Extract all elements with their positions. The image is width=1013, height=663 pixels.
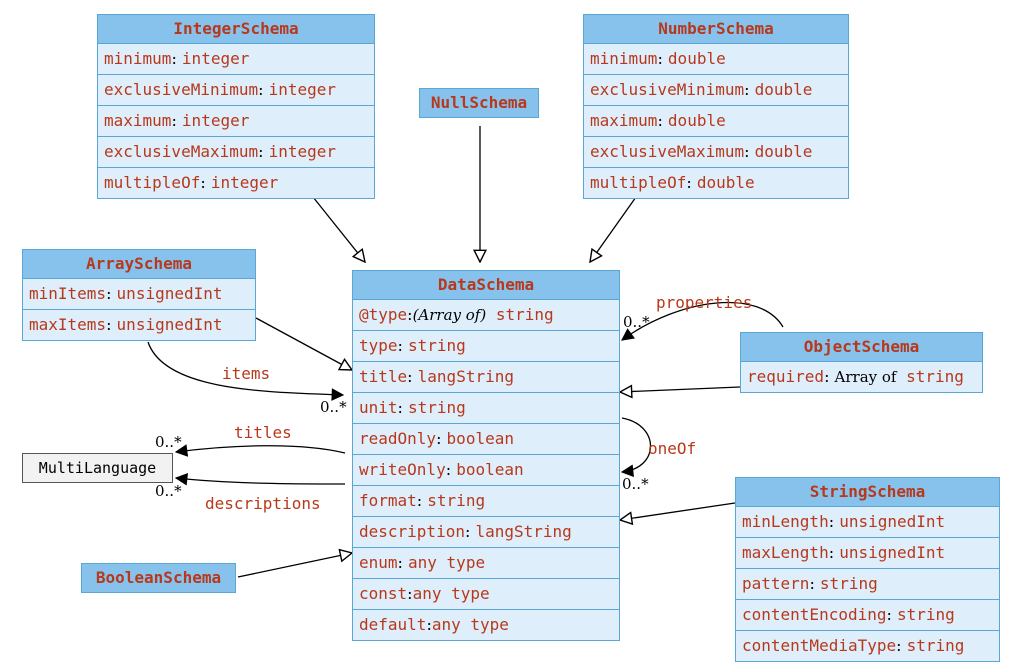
edge-properties bbox=[622, 301, 784, 340]
attr-row: minimum: double bbox=[584, 43, 848, 74]
edge-boolean-to-data bbox=[237, 553, 352, 578]
multi-language-class: MultiLanguage bbox=[22, 453, 173, 483]
edge-label-items: items bbox=[222, 364, 271, 383]
class-name: ArraySchema bbox=[23, 250, 255, 278]
attr-row: description: langString bbox=[353, 516, 619, 547]
attr-row: contentMediaType: string bbox=[736, 630, 999, 661]
attr-row: exclusiveMaximum: double bbox=[584, 136, 848, 167]
integer-schema-class: IntegerSchema minimum: integer exclusive… bbox=[97, 14, 375, 199]
edge-label-oneOf: oneOf bbox=[648, 439, 697, 458]
multiplicity-items: 0..* bbox=[320, 398, 347, 416]
number-schema-class: NumberSchema minimum: double exclusiveMi… bbox=[583, 14, 849, 199]
string-schema-class: StringSchema minLength: unsignedInt maxL… bbox=[735, 477, 1000, 662]
attr-row: maxLength: unsignedInt bbox=[736, 537, 999, 568]
class-name: StringSchema bbox=[736, 478, 999, 506]
attr-row: maxItems: unsignedInt bbox=[23, 309, 255, 340]
edge-integer-to-data bbox=[312, 196, 365, 262]
attr-row: @type:(Array of) string bbox=[353, 299, 619, 330]
attr-row: exclusiveMaximum: integer bbox=[98, 136, 374, 167]
null-schema-class: NullSchema bbox=[419, 88, 539, 118]
attr-row: multipleOf: double bbox=[584, 167, 848, 198]
class-name: ObjectSchema bbox=[741, 333, 982, 361]
attr-row: exclusiveMinimum: double bbox=[584, 74, 848, 105]
attr-row: pattern: string bbox=[736, 568, 999, 599]
attr-row: minLength: unsignedInt bbox=[736, 506, 999, 537]
attr-row: type: string bbox=[353, 330, 619, 361]
multiplicity-descriptions: 0..* bbox=[155, 482, 182, 500]
object-schema-class: ObjectSchema required: Array of string bbox=[740, 332, 983, 393]
attr-row: writeOnly: boolean bbox=[353, 454, 619, 485]
attr-row: enum: any type bbox=[353, 547, 619, 578]
multiplicity-properties: 0..* bbox=[623, 313, 650, 331]
attr-row: contentEncoding: string bbox=[736, 599, 999, 630]
attr-row: minimum: integer bbox=[98, 43, 374, 74]
multiplicity-titles: 0..* bbox=[155, 433, 182, 451]
array-schema-class: ArraySchema minItems: unsignedInt maxIte… bbox=[22, 249, 256, 341]
edge-object-to-data bbox=[620, 387, 741, 392]
edge-array-to-data bbox=[255, 317, 352, 370]
data-schema-class: DataSchema @type:(Array of) string type:… bbox=[352, 270, 620, 641]
boolean-schema-class: BooleanSchema bbox=[81, 563, 236, 593]
attr-row: title: langString bbox=[353, 361, 619, 392]
attr-row: const:any type bbox=[353, 578, 619, 609]
class-name: NumberSchema bbox=[584, 15, 848, 43]
attr-row: multipleOf: integer bbox=[98, 167, 374, 198]
edge-items bbox=[147, 341, 343, 395]
edge-label-titles: titles bbox=[234, 423, 292, 442]
attr-row: exclusiveMinimum: integer bbox=[98, 74, 374, 105]
edge-descriptions bbox=[176, 478, 346, 484]
edge-label-descriptions: descriptions bbox=[205, 494, 321, 513]
attr-row: minItems: unsignedInt bbox=[23, 278, 255, 309]
attr-row: unit: string bbox=[353, 392, 619, 423]
edge-string-to-data bbox=[620, 502, 736, 520]
edge-number-to-data bbox=[590, 196, 637, 262]
attr-row: readOnly: boolean bbox=[353, 423, 619, 454]
attr-row: format: string bbox=[353, 485, 619, 516]
edge-titles bbox=[176, 446, 346, 453]
edge-label-properties: properties bbox=[656, 293, 753, 312]
attr-row: required: Array of string bbox=[741, 361, 982, 392]
edge-oneOf bbox=[622, 417, 651, 472]
class-name: DataSchema bbox=[353, 271, 619, 299]
attr-row: maximum: integer bbox=[98, 105, 374, 136]
class-name: IntegerSchema bbox=[98, 15, 374, 43]
multiplicity-oneOf: 0..* bbox=[622, 475, 649, 493]
attr-row: default:any type bbox=[353, 609, 619, 640]
attr-row: maximum: double bbox=[584, 105, 848, 136]
